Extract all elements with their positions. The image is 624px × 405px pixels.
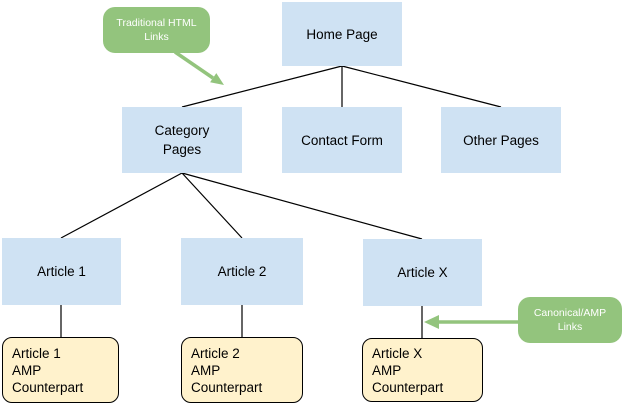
node-article-2: Article 2 bbox=[181, 238, 303, 305]
connector-home-category bbox=[181, 65, 343, 108]
node-article-1-amp-counterpart: Article 1 AMP Counterpart bbox=[2, 337, 119, 403]
node-home-page: Home Page bbox=[282, 2, 402, 66]
node-other-pages: Other Pages bbox=[441, 107, 561, 173]
tree-connectors bbox=[60, 65, 502, 338]
node-article-2-amp-counterpart: Article 2 AMP Counterpart bbox=[181, 337, 303, 403]
node-article-x: Article X bbox=[363, 239, 482, 306]
canonical-links-arrow bbox=[424, 315, 518, 329]
connector-category-article1 bbox=[60, 172, 183, 239]
callout-traditional-html-links: Traditional HTML Links bbox=[103, 7, 210, 53]
node-category-pages: Category Pages bbox=[122, 107, 242, 173]
node-article-x-amp-counterpart: Article X AMP Counterpart bbox=[362, 338, 483, 402]
callout-canonical-amp-links: Canonical/AMP Links bbox=[518, 297, 622, 343]
connector-category-article2 bbox=[181, 172, 243, 239]
connector-category-articlex bbox=[181, 172, 423, 240]
traditional-links-arrow bbox=[174, 50, 224, 85]
node-contact-form: Contact Form bbox=[282, 107, 402, 173]
node-article-1: Article 1 bbox=[2, 238, 121, 305]
connector-home-other bbox=[341, 65, 502, 108]
